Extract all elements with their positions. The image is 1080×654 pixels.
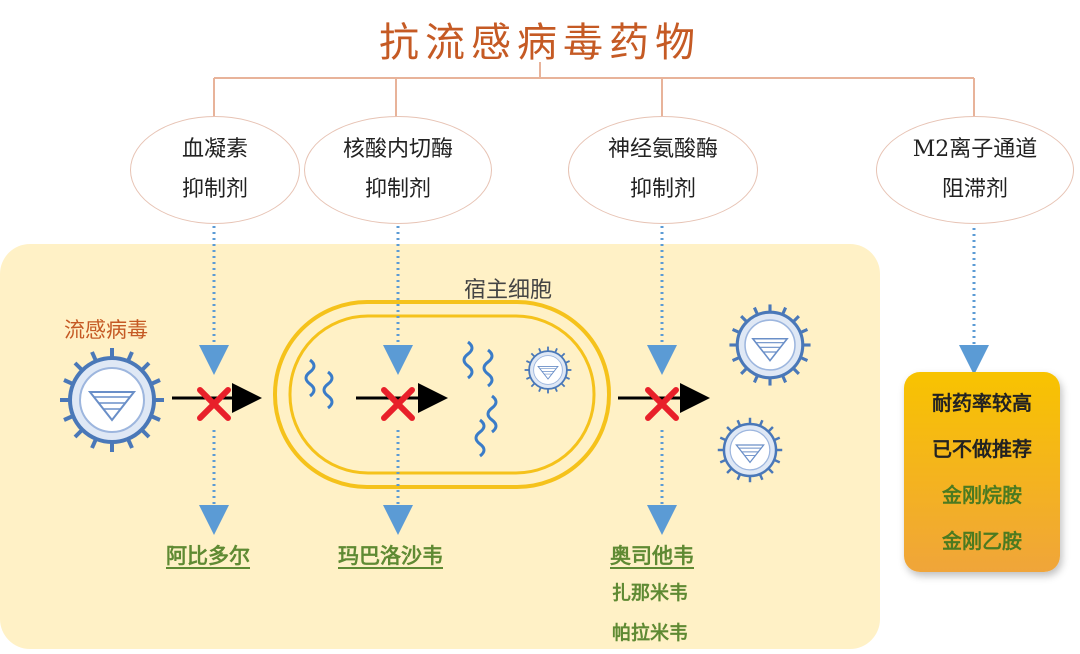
drug-peramivir: 帕拉米韦 bbox=[612, 622, 689, 644]
released-virus-icon bbox=[727, 302, 813, 388]
blocked-marks bbox=[197, 387, 679, 421]
resistance-note: 耐药率较高 bbox=[932, 391, 1032, 415]
class-endonuclease-inhibitor: 核酸内切酶 抑制剂 bbox=[304, 116, 492, 224]
class-name-line2: 抑制剂 bbox=[181, 177, 248, 202]
host-cell-inner-membrane bbox=[288, 314, 596, 475]
class-name-line2: 抑制剂 bbox=[364, 177, 431, 202]
page-title: 抗流感病毒药物 bbox=[379, 20, 701, 66]
drug-baloxavir: 玛巴洛沙韦 bbox=[338, 544, 443, 568]
host-cell-outer-membrane bbox=[273, 300, 611, 489]
viral-rna-strands bbox=[304, 340, 498, 458]
virus-assembly-icon bbox=[523, 345, 573, 395]
class-m2-channel-blocker: M2离子通道 阻滞剂 bbox=[876, 116, 1074, 224]
influenza-virus-icon bbox=[58, 346, 166, 454]
virus-label: 流感病毒 bbox=[64, 318, 148, 342]
inhibition-arrows bbox=[199, 226, 989, 535]
class-hemagglutinin-inhibitor: 血凝素 抑制剂 bbox=[130, 116, 300, 224]
m2-resistance-box: 耐药率较高 已不做推荐 金刚烷胺 金刚乙胺 bbox=[904, 372, 1060, 572]
class-name-line1: 神经氨酸酶 bbox=[607, 137, 718, 162]
class-name-line1: M2离子通道 bbox=[912, 137, 1038, 162]
drug-amantadine: 金刚烷胺 bbox=[942, 483, 1022, 507]
class-name-line1: 核酸内切酶 bbox=[342, 137, 453, 162]
drug-rimantadine: 金刚乙胺 bbox=[942, 529, 1022, 553]
class-neuraminidase-inhibitor: 神经氨酸酶 抑制剂 bbox=[568, 116, 758, 224]
drug-zanamivir: 扎那米韦 bbox=[612, 582, 689, 604]
not-recommended-note: 已不做推荐 bbox=[932, 437, 1032, 461]
connector-tree bbox=[213, 62, 975, 118]
class-name-line1: 血凝素 bbox=[181, 137, 248, 162]
drug-oseltamivir: 奥司他韦 bbox=[610, 544, 694, 568]
class-name-line2: 抑制剂 bbox=[629, 177, 696, 202]
released-virus-icon bbox=[716, 416, 784, 484]
drug-arbidol: 阿比多尔 bbox=[166, 544, 250, 568]
host-cell-label: 宿主细胞 bbox=[464, 278, 553, 303]
class-name-line2: 阻滞剂 bbox=[941, 177, 1008, 202]
